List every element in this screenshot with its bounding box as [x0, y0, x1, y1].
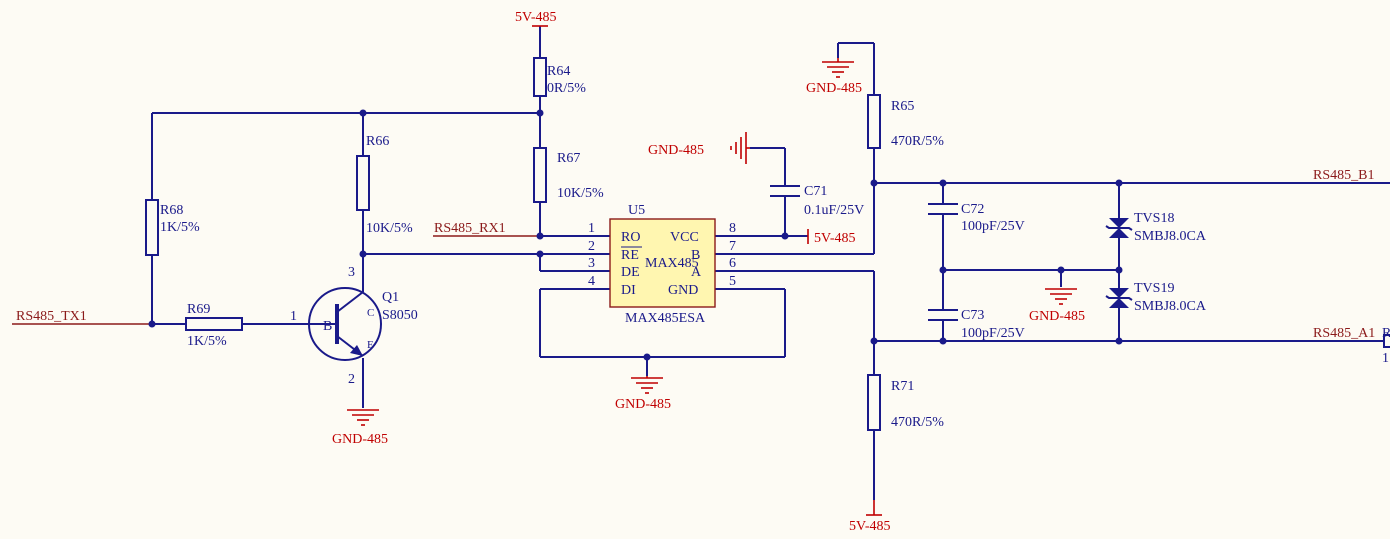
net-a-cut-label: 1 [1382, 351, 1389, 366]
r-cut-ref: R [1382, 326, 1390, 341]
r65-value: 470R/5% [891, 134, 944, 149]
c73-symbol [928, 309, 958, 321]
u5-ref: U5 [628, 203, 645, 218]
r68-value: 1K/5% [160, 220, 200, 235]
q1-symbol [308, 287, 382, 361]
r67-body [533, 147, 547, 203]
gnd-tvs-symbol [1045, 288, 1077, 305]
v5-top-label: 5V-485 [515, 10, 557, 25]
u5-pin4-name: DI [621, 283, 636, 298]
r69-value: 1K/5% [187, 334, 227, 349]
c73-value: 100pF/25V [961, 326, 1025, 341]
u5-pin4-num: 4 [588, 274, 595, 289]
tvs18-value: SMBJ8.0CA [1134, 229, 1207, 244]
u5-body [609, 218, 716, 308]
q1-pin3: 3 [348, 265, 355, 280]
r66-value: 10K/5% [366, 221, 413, 236]
u5-pin8-name: VCC [670, 230, 699, 245]
r69-body [185, 317, 243, 331]
c72-value: 100pF/25V [961, 219, 1025, 234]
q1-emitter-label: E [367, 339, 374, 351]
u5-pin1-name: RO [621, 230, 640, 245]
gnd-u5-symbol [631, 376, 663, 394]
v5-c71-label: 5V-485 [814, 231, 856, 246]
wires [151, 26, 1390, 500]
u5-pin6-num: 6 [729, 256, 736, 271]
net-a-label: RS485_A1 [1313, 326, 1375, 341]
gnd-tvs-label: GND-485 [1029, 309, 1085, 324]
gnd-q1-symbol [347, 409, 379, 426]
q1-ref: Q1 [382, 290, 399, 305]
r68-ref: R68 [160, 203, 183, 218]
v5-bottom-label: 5V-485 [849, 519, 891, 534]
u5-pin3-name: DE [621, 265, 640, 280]
u5-pin6-name: A [691, 265, 702, 280]
tvs19-ref: TVS19 [1134, 281, 1174, 296]
r65-body [867, 94, 881, 149]
gnd-c71-label: GND-485 [648, 143, 704, 158]
c71-ref: C71 [804, 184, 827, 199]
c72-ref: C72 [961, 202, 984, 217]
r64-value: 0R/5% [547, 81, 586, 96]
q1-collector-label: C [367, 307, 374, 319]
net-b-label: RS485_B1 [1313, 168, 1374, 183]
u5-pin5-name: GND [668, 283, 698, 298]
net-stubs [12, 235, 540, 325]
u5-pin3-num: 3 [588, 256, 595, 271]
v5-bottom-port [866, 500, 882, 516]
u5-pin7-name: B [691, 248, 700, 263]
r67-ref: R67 [557, 151, 580, 166]
gnd-c71-symbol [730, 132, 750, 164]
net-tx-label: RS485_TX1 [16, 309, 87, 324]
u5-pin5-num: 5 [729, 274, 736, 289]
u5-pin7-num: 7 [729, 239, 736, 254]
u5-pin2-name: RE [621, 248, 639, 263]
tvs19-symbol [1105, 288, 1133, 308]
u5-pin2-num: 2 [588, 239, 595, 254]
r68-body [145, 199, 159, 256]
r71-ref: R71 [891, 379, 914, 394]
r64-ref: R64 [547, 64, 570, 79]
r69-ref: R69 [187, 302, 210, 317]
r64-body [533, 57, 547, 97]
gnd-u5-label: GND-485 [615, 397, 671, 412]
u5-name: MAX485 [645, 256, 699, 271]
c71-symbol [770, 185, 800, 197]
c72-symbol [928, 203, 958, 215]
u5-part: MAX485ESA [625, 311, 706, 326]
net-rx-label: RS485_RX1 [434, 221, 506, 236]
q1-pin2: 2 [348, 372, 355, 387]
q1-value: S8050 [382, 308, 418, 323]
gnd-r65-label: GND-485 [806, 81, 862, 96]
r66-ref: R66 [366, 134, 389, 149]
tvs18-symbol [1105, 218, 1133, 238]
r71-body [867, 374, 881, 431]
tvs18-ref: TVS18 [1134, 211, 1174, 226]
r67-value: 10K/5% [557, 186, 604, 201]
r65-ref: R65 [891, 99, 914, 114]
c73-ref: C73 [961, 308, 984, 323]
gnd-q1-label: GND-485 [332, 432, 388, 447]
q1-base-label: B [323, 319, 332, 334]
r-cut-body [1383, 334, 1390, 348]
junctions [148, 109, 1123, 361]
c71-value: 0.1uF/25V [804, 203, 864, 218]
u5-pin1-num: 1 [588, 221, 595, 236]
q1-pin1: 1 [290, 309, 297, 324]
r71-value: 470R/5% [891, 415, 944, 430]
gnd-r65-symbol [822, 58, 854, 78]
r66-body [356, 155, 370, 211]
tvs19-value: SMBJ8.0CA [1134, 299, 1207, 314]
u5-pin8-num: 8 [729, 221, 736, 236]
